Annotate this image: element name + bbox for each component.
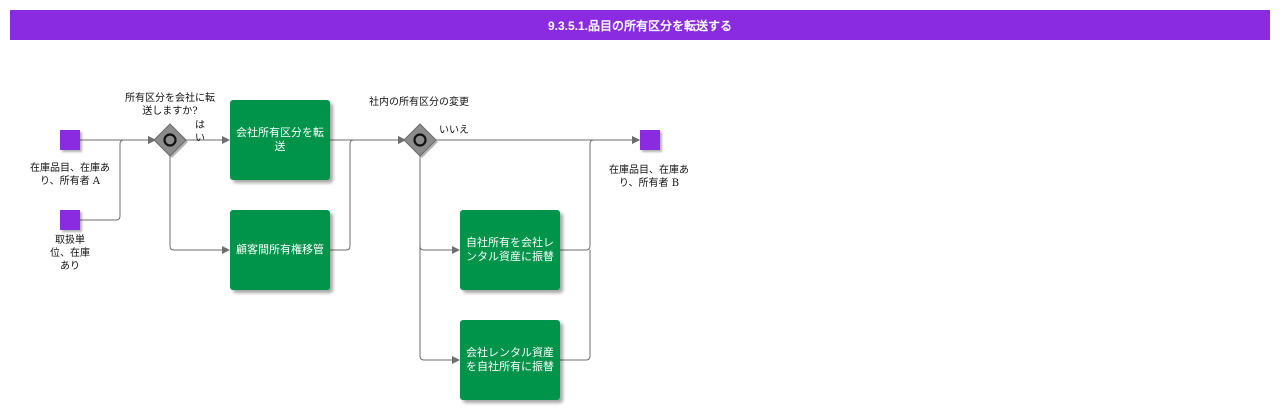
flow-customer-to-gateway2 <box>330 136 406 251</box>
start-event-a-label: 在庫品目、在庫あり、所有者 A <box>30 163 110 187</box>
task-rental-to-own-label: 会社レンタル資産を自社所有に振替 <box>466 346 554 373</box>
gateway-1-marker-icon <box>163 133 177 147</box>
flow-rental-to-own-to-end <box>560 250 591 361</box>
gateway-1 <box>153 123 188 158</box>
task-transfer-company-ownership[interactable]: 会社所有区分を転送 <box>230 100 330 180</box>
gateway-2-no-label: いいえ <box>439 125 469 136</box>
gateway-1-yes-label: はい <box>195 120 205 144</box>
task-own-to-rental[interactable]: 自社所有を会社レンタル資産に振替 <box>460 210 560 290</box>
flow-start-b-to-gateway1 <box>80 136 156 221</box>
diagram-title-bar: 9.3.5.1.品目の所有区分を転送する <box>10 10 1270 40</box>
task-own-to-rental-label: 自社所有を会社レンタル資産に振替 <box>466 236 554 263</box>
diagram-title: 9.3.5.1.品目の所有区分を転送する <box>547 18 733 33</box>
flow-gateway2-to-own-to-rental <box>419 155 460 254</box>
end-event-label: 在庫品目、在庫あり、所有者 B <box>609 165 689 189</box>
task-customer-ownership-transfer[interactable]: 顧客間所有権移管 <box>230 210 330 290</box>
start-event-a[interactable] <box>60 130 80 150</box>
start-event-b-label: 取扱単位、在庫あり <box>50 235 90 272</box>
gateway-2 <box>403 123 438 158</box>
gateway-1-label: 所有区分を会社に転送しますか? <box>125 93 215 117</box>
task-customer-ownership-transfer-label: 顧客間所有権移管 <box>236 243 324 256</box>
task-rental-to-own[interactable]: 会社レンタル資産を自社所有に振替 <box>460 320 560 400</box>
task-transfer-company-ownership-label: 会社所有区分を転送 <box>236 126 324 153</box>
gateway-2-marker-icon <box>413 133 427 147</box>
flow-own-to-rental-to-end <box>560 136 640 251</box>
end-event[interactable] <box>640 130 660 150</box>
flow-gateway1-to-customer <box>169 155 230 254</box>
flow-gateway2-to-rental-to-own <box>419 246 460 364</box>
gateway-2-label: 社内の所有区分の変更 <box>369 97 469 108</box>
start-event-b[interactable] <box>60 210 80 230</box>
